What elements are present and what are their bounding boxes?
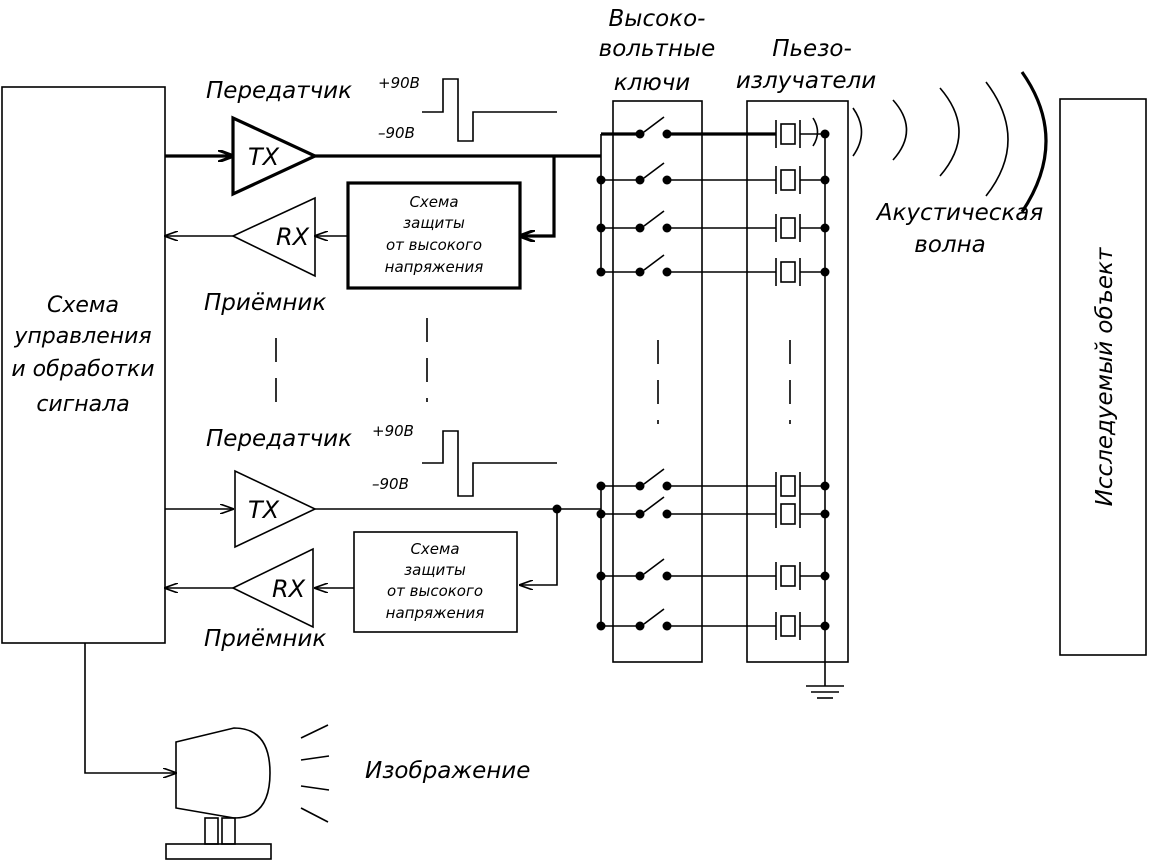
piezo-crystal <box>780 217 796 239</box>
pulse-waveform <box>422 430 557 497</box>
switch-contact <box>635 509 645 519</box>
display-monitor <box>175 727 271 819</box>
switch-contact <box>635 621 645 631</box>
wave-arc-3 <box>939 87 960 177</box>
switch-contact <box>635 175 645 185</box>
control-line-3: и обработки <box>11 357 154 382</box>
ray-2 <box>300 755 330 761</box>
switch-blade <box>643 468 665 485</box>
switch-blade <box>643 496 665 513</box>
piezo-crystal <box>780 615 796 637</box>
piezo-crystal <box>780 169 796 191</box>
switch-blade <box>643 608 665 625</box>
wave-arc-5 <box>1020 71 1048 213</box>
pulse-low-label: –90В <box>372 475 409 493</box>
switch-block-frame <box>612 100 703 663</box>
piezo-crystal <box>780 261 796 283</box>
switch-block: Высоко- вольтные ключи <box>596 6 776 663</box>
switch-blade <box>643 254 665 271</box>
piezo-crystal <box>780 475 796 497</box>
switch-blade <box>643 116 665 133</box>
wave-label-line-1: Акустическая <box>875 200 1044 226</box>
tx-amplifier <box>234 469 317 549</box>
wave-label-line-2: волна <box>914 232 985 258</box>
acoustic-wave: Акустическая волна <box>852 71 1048 258</box>
protection-line-3: от высокого <box>386 236 482 254</box>
rx-amplifier <box>231 547 314 629</box>
tx-label: TX <box>248 143 280 171</box>
switch-contact <box>635 571 645 581</box>
switch-title-line-3: ключи <box>614 70 691 96</box>
display-base <box>165 843 272 860</box>
pulse-low-label: –90В <box>378 124 415 142</box>
rx-label: RX <box>272 575 306 603</box>
piezo-title-line-1: Пьезо- <box>772 36 852 62</box>
pulse-high-label: +90В <box>378 74 420 92</box>
switch-title-line-1: Высоко- <box>609 6 706 32</box>
wave-arc-1 <box>852 107 863 157</box>
display-label: Изображение <box>365 758 530 784</box>
protection-line-4: напряжения <box>385 258 484 276</box>
transmitter-label: Передатчик <box>206 426 352 452</box>
protection-input-arrow <box>520 156 556 236</box>
switch-contact <box>635 223 645 233</box>
wave-arc-2 <box>892 99 908 161</box>
protection-line-2: защиты <box>403 214 465 232</box>
protection-input-arrow <box>520 509 558 585</box>
display-stand-right <box>221 817 236 845</box>
piezo-title-line-2: излучатели <box>736 68 876 94</box>
ray-4 <box>300 807 329 823</box>
pulse-high-label: +90В <box>372 422 414 440</box>
piezo-emit-arc <box>812 117 819 147</box>
ray-3 <box>300 785 330 791</box>
piezo-block: Пьезо- излучатели <box>736 36 876 699</box>
rx-label: RX <box>276 223 310 251</box>
switch-blade <box>643 210 665 227</box>
switch-contact <box>635 481 645 491</box>
channel-top: Передатчик TX +90В –90В Схема защиты от … <box>165 74 601 316</box>
control-line-4: сигнала <box>36 392 129 417</box>
object-label: Исследуемый объект <box>1092 247 1118 506</box>
control-block-frame <box>1 86 166 644</box>
rx-amplifier <box>231 196 316 278</box>
piezo-crystal <box>780 503 796 525</box>
protection-line-4: напряжения <box>386 604 485 622</box>
tx-amplifier <box>231 115 319 197</box>
protection-line-3: от высокого <box>387 582 483 600</box>
switch-contact <box>635 267 645 277</box>
switch-blade <box>643 558 665 575</box>
tx-label: TX <box>248 496 280 524</box>
piezo-block-frame <box>746 100 849 663</box>
protection-circuit <box>353 531 518 633</box>
protection-line-1: Схема <box>410 540 459 558</box>
piezo-crystal <box>780 123 796 145</box>
object-frame <box>1059 98 1147 656</box>
protection-line-1: Схема <box>409 193 458 211</box>
display-output-arrow <box>84 643 176 773</box>
ray-1 <box>300 724 329 739</box>
switch-blade <box>643 162 665 179</box>
channel-bottom: Передатчик TX +90В –90В Схема защиты от … <box>165 422 601 652</box>
receiver-label: Приёмник <box>204 290 326 316</box>
display-device: Изображение <box>84 643 530 860</box>
control-block: Схема управления и обработки сигнала <box>1 86 166 644</box>
wave-arc-4 <box>985 81 1009 197</box>
control-line-2: управления <box>13 324 151 349</box>
transmitter-label: Передатчик <box>206 78 352 104</box>
control-line-1: Схема <box>47 293 119 318</box>
pulse-waveform <box>422 78 557 142</box>
protection-line-2: защиты <box>404 561 466 579</box>
switch-contact <box>635 129 645 139</box>
switch-title-line-2: вольтные <box>599 36 716 62</box>
investigated-object: Исследуемый объект <box>1059 98 1147 656</box>
piezo-crystal <box>780 565 796 587</box>
display-stand-left <box>204 817 219 845</box>
receiver-label: Приёмник <box>204 626 326 652</box>
